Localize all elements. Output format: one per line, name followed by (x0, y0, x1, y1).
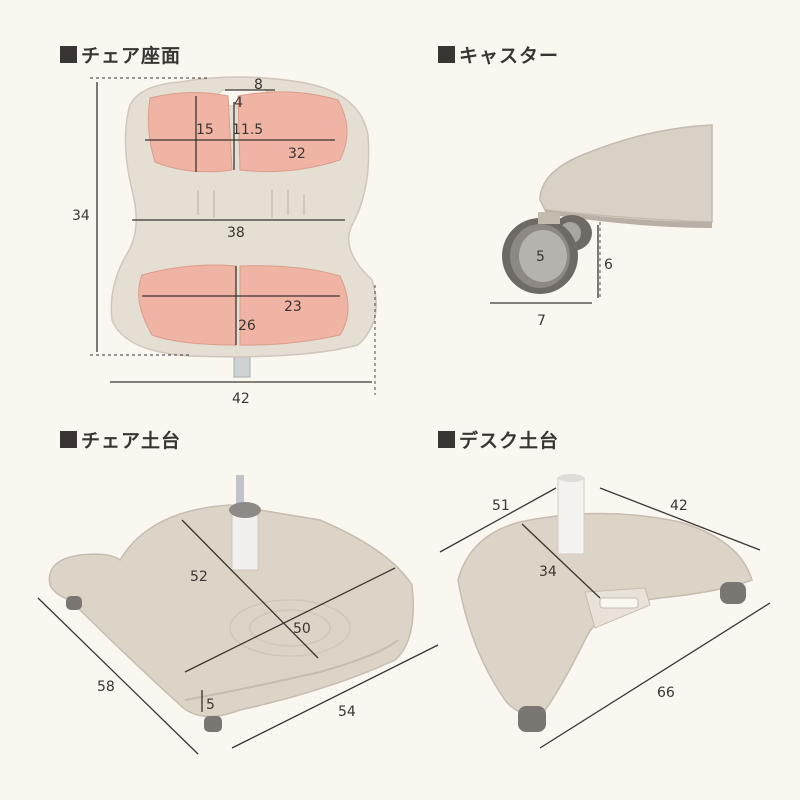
caster-dimension-lines (490, 222, 601, 304)
chair-base-heading-label: チェア土台 (81, 430, 182, 452)
square-bullet-icon (60, 46, 77, 63)
seat-back-center-height-label: 11.5 (232, 122, 263, 138)
chair-base-dimension-lines (37, 519, 439, 755)
square-bullet-icon (60, 431, 77, 448)
desk-base-dimension-lines (439, 487, 771, 749)
caster-heading: キャスター (438, 41, 559, 68)
chair-base-heading: チェア土台 (60, 426, 181, 453)
chair-base-side-right-label: 54 (338, 704, 356, 720)
caster-heading-label: キャスター (459, 45, 560, 67)
desk-base-side-a-label: 51 (492, 498, 510, 514)
desk-base-width-label: 66 (657, 685, 675, 701)
seat-back-height-label: 15 (196, 122, 214, 138)
chair-base-diagonal-b-label: 50 (293, 621, 311, 637)
seat-handle-height-label: 4 (234, 95, 243, 111)
chair-seat-illustration (110, 76, 377, 378)
chair-base-diagonal-a-label: 52 (190, 569, 208, 585)
chair-seat-dimension-lines (90, 77, 376, 395)
seat-total-height-label: 34 (72, 208, 90, 224)
desk-base-heading: デスク土台 (438, 426, 559, 453)
chair-base-thickness-label: 5 (206, 697, 215, 713)
desk-base-side-b-label: 42 (670, 498, 688, 514)
chair-base-side-left-label: 58 (97, 679, 115, 695)
seat-pad-depth-label: 26 (238, 318, 256, 334)
caster-wheel-diameter-label: 5 (536, 249, 545, 265)
square-bullet-icon (438, 431, 455, 448)
seat-heading: チェア座面 (60, 41, 181, 68)
caster-illustration (502, 124, 713, 294)
chair-base-illustration (48, 475, 414, 732)
seat-heading-label: チェア座面 (81, 45, 182, 67)
square-bullet-icon (438, 46, 455, 63)
desk-base-heading-label: デスク土台 (459, 430, 560, 452)
caster-height-label: 6 (604, 257, 613, 273)
seat-back-pad-width-label: 32 (288, 146, 306, 162)
seat-pad-width-label: 23 (284, 299, 302, 315)
seat-waist-width-label: 38 (227, 225, 245, 241)
caster-depth-label: 7 (537, 313, 546, 329)
seat-total-width-label: 42 (232, 391, 250, 407)
desk-base-illustration (457, 474, 753, 732)
seat-handle-width-label: 8 (254, 77, 263, 93)
desk-base-inner-label: 34 (539, 564, 557, 580)
